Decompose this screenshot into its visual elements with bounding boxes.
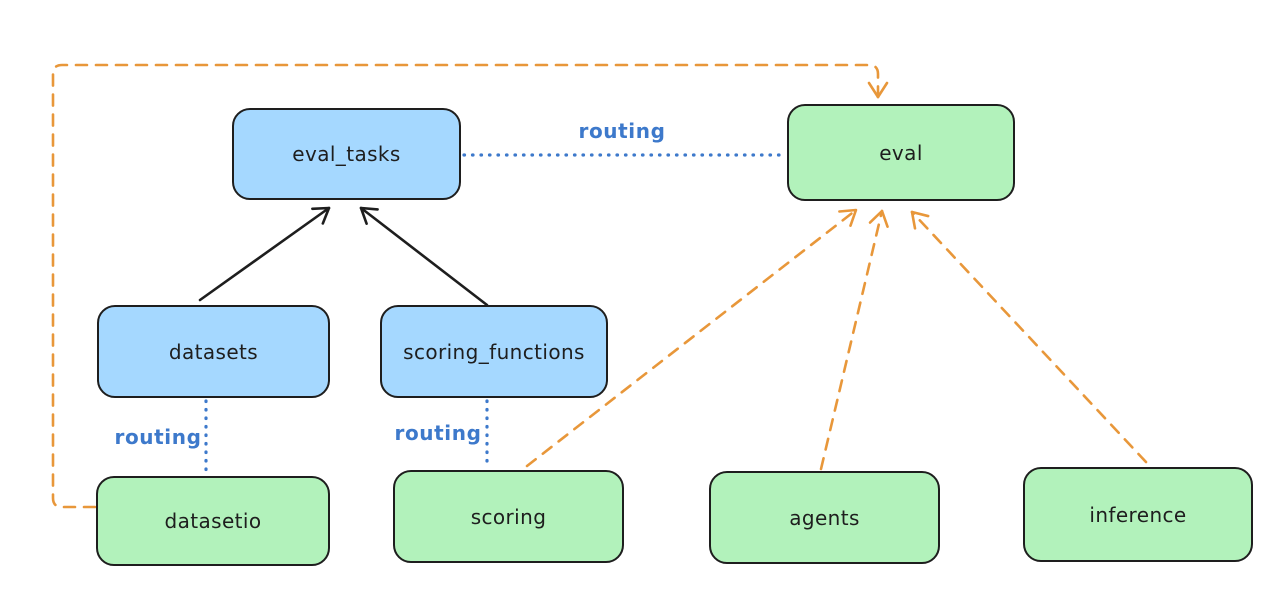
node-scoring-label: scoring [470, 504, 547, 529]
node-inference[interactable]: inference [1023, 467, 1253, 562]
node-datasets-label: datasets [168, 339, 259, 364]
edge-label-routing-datasets: routing [114, 425, 202, 449]
edge-label-routing-scoring: routing [394, 421, 482, 445]
edge-agents-to-eval[interactable] [819, 209, 889, 471]
node-scoring-functions-label: scoring_functions [403, 339, 585, 364]
node-scoring[interactable]: scoring [393, 470, 624, 563]
node-datasetio-label: datasetio [164, 509, 262, 533]
edge-datasetio-to-eval[interactable] [51, 63, 889, 509]
edge-scoring-to-eval[interactable] [525, 208, 858, 468]
node-inference-label: inference [1089, 502, 1187, 527]
node-agents[interactable]: agents [709, 471, 940, 564]
node-agents-label: agents [789, 505, 860, 530]
edge-label-routing-top: routing [578, 119, 666, 143]
node-eval-tasks[interactable]: eval_tasks [232, 108, 461, 200]
node-scoring-functions[interactable]: scoring_functions [380, 305, 608, 398]
edge-scoring-functions-to-eval-tasks[interactable] [359, 206, 489, 307]
node-eval-label: eval [879, 140, 923, 165]
node-eval[interactable]: eval [787, 104, 1015, 201]
node-datasetio[interactable]: datasetio [96, 476, 330, 566]
node-eval-tasks-label: eval_tasks [292, 142, 401, 166]
node-datasets[interactable]: datasets [97, 305, 330, 398]
edge-inference-to-eval[interactable] [910, 210, 1148, 464]
edge-datasets-to-eval-tasks[interactable] [198, 206, 331, 302]
